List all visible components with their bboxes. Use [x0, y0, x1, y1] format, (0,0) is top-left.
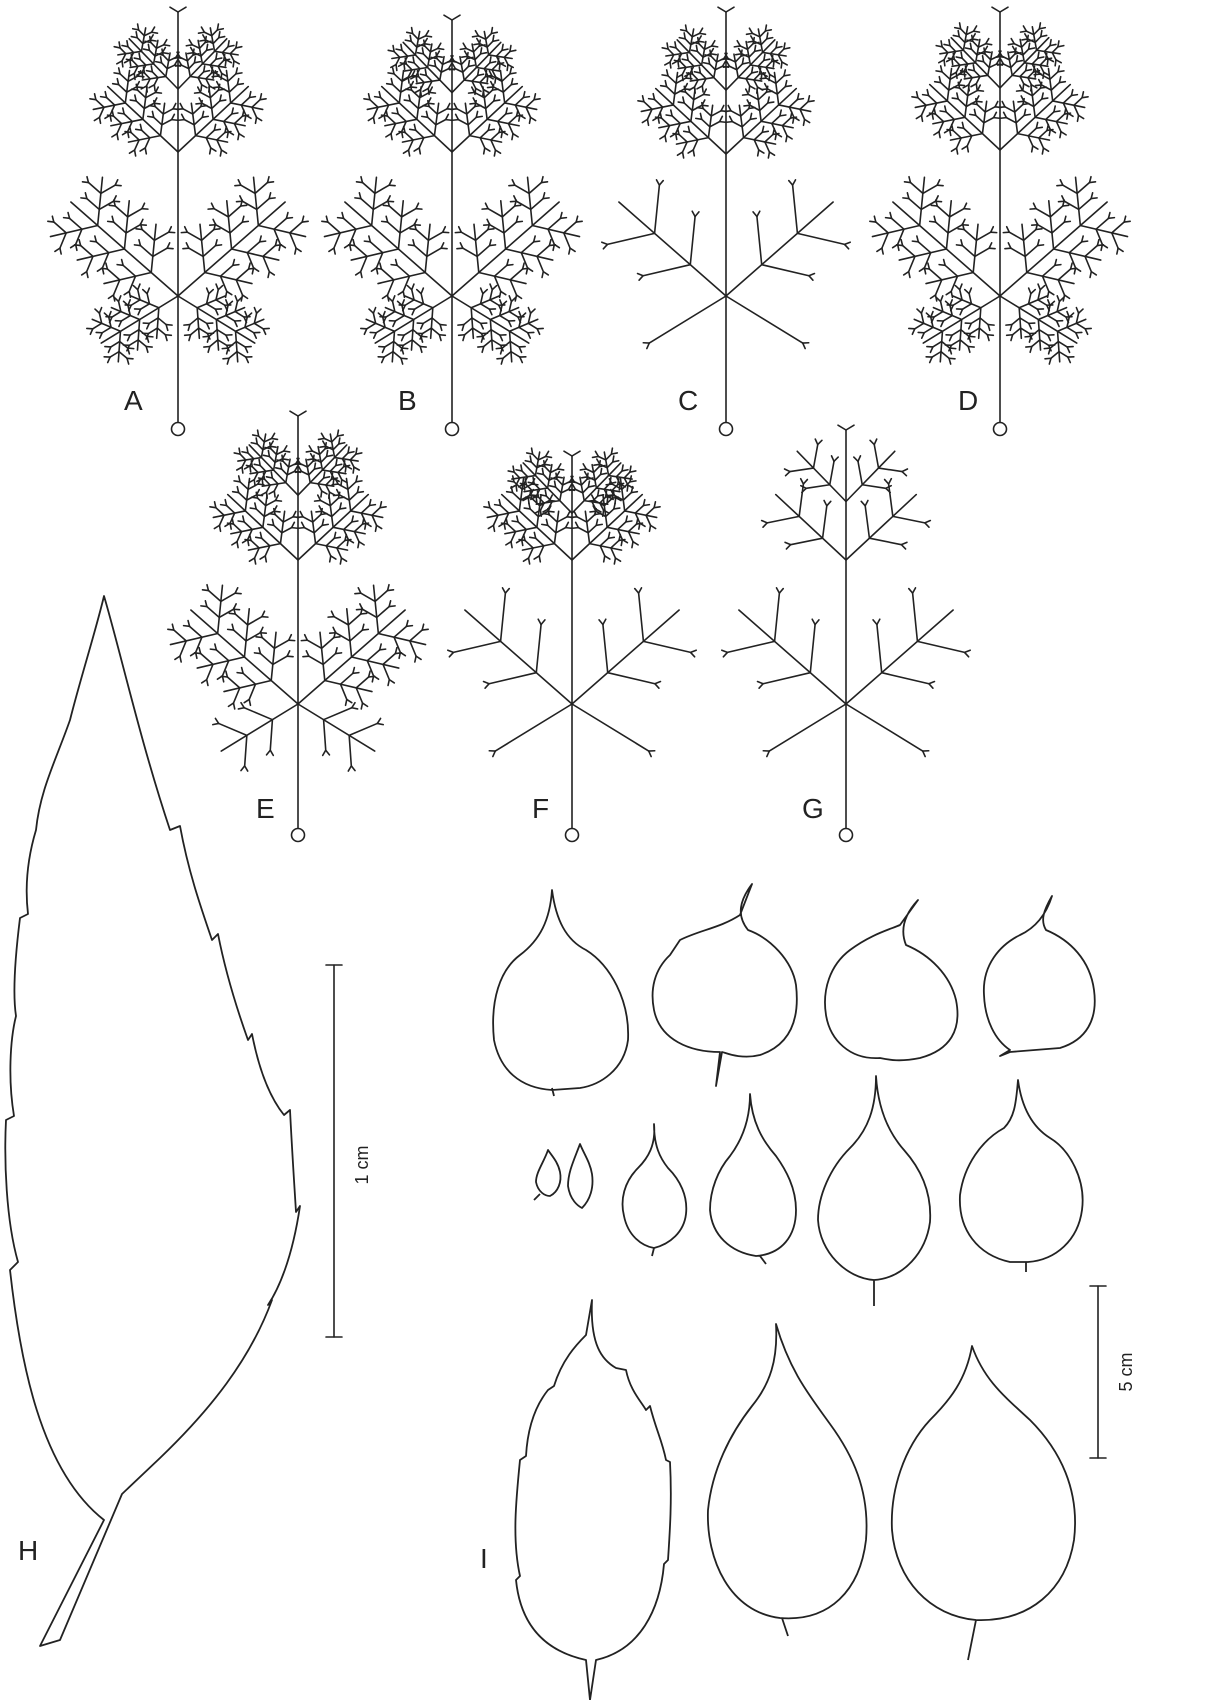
scale-bar-5cm-label: 5 cm	[1116, 1352, 1136, 1391]
panel-label-i: I	[480, 1543, 488, 1574]
leaf-i-r2-3	[623, 1124, 687, 1256]
panel-label-f: F	[532, 793, 549, 824]
leaf-i-r3-1	[515, 1300, 670, 1700]
inflorescence-diagrams	[48, 7, 1130, 841]
leaf-series-i: I	[480, 884, 1095, 1700]
leaf-i-r2-5	[818, 1076, 930, 1306]
scale-bar-1cm-label: 1 cm	[352, 1145, 372, 1184]
inflorescence-b	[322, 15, 582, 435]
panel-label-b: B	[398, 385, 417, 416]
leaf-i-r1-3	[825, 900, 958, 1060]
inflorescence-e	[168, 411, 428, 841]
inflorescence-d	[870, 7, 1130, 435]
leaf-i-r2-1	[534, 1150, 561, 1200]
scale-bar-1cm: 1 cm	[326, 965, 372, 1337]
leaf-i-r3-2	[708, 1324, 867, 1636]
inflorescence-a	[48, 7, 308, 435]
panel-label-c: C	[678, 385, 698, 416]
inflorescence-c	[602, 7, 850, 435]
leaf-i-r2-6	[960, 1080, 1083, 1272]
panel-label-d: D	[958, 385, 978, 416]
scale-bar-5cm: 5 cm	[1090, 1286, 1136, 1458]
panel-label-g: G	[802, 793, 824, 824]
panel-label-a: A	[124, 385, 143, 416]
leaf-i-r1-4	[984, 896, 1095, 1056]
leaf-i-r1-1	[493, 890, 628, 1096]
panel-label-e: E	[256, 793, 275, 824]
inflorescence-f	[448, 448, 696, 841]
leaf-i-r2-2	[568, 1144, 593, 1208]
leaf-h-outline	[5, 596, 300, 1646]
leaf-i-r1-2	[653, 884, 797, 1086]
panel-label-h: H	[18, 1535, 38, 1566]
inflorescence-g	[722, 425, 970, 841]
leaf-i-r2-4	[710, 1094, 796, 1264]
leaf-i-r3-3	[892, 1346, 1075, 1660]
leaf-h: H	[5, 596, 300, 1646]
